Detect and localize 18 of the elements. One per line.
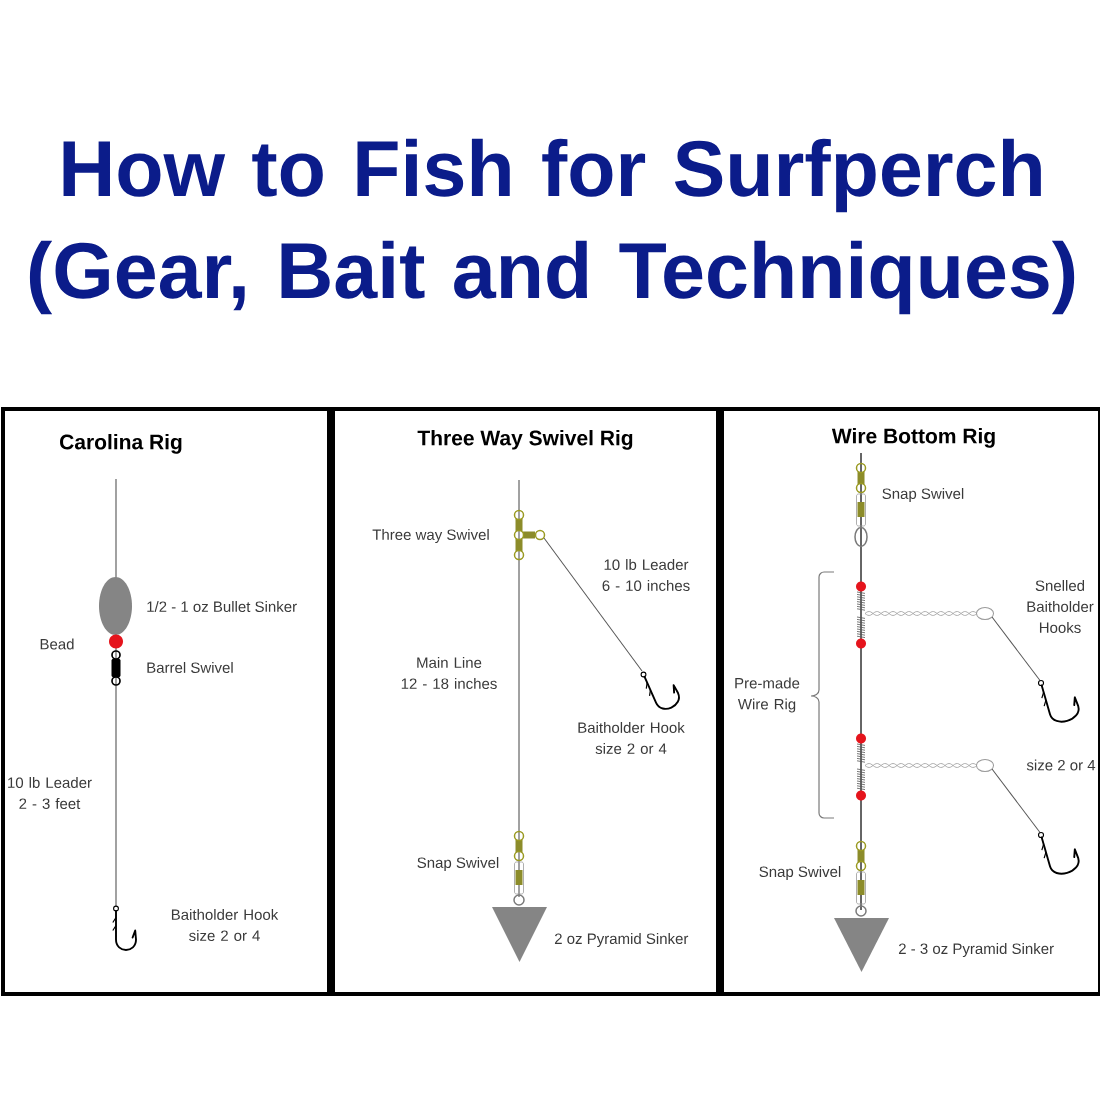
part-label: Barrel Swivel xyxy=(147,662,233,673)
part-label: Baitholder Hook size 2 or 4 xyxy=(578,722,685,754)
part-label: 10 lb Leader 2 - 3 feet xyxy=(8,777,92,809)
part-label: Snap Swivel xyxy=(759,866,841,880)
part-label: 10 lb Leader 6 - 10 inches xyxy=(602,559,690,591)
part-label: size 2 or 4 xyxy=(1026,759,1096,771)
part-label: Snap Swivel xyxy=(417,857,499,871)
part-label: Snap Swivel xyxy=(882,488,964,502)
part-label: 2 oz Pyramid Sinker xyxy=(554,933,689,947)
part-label: Three way Swivel xyxy=(372,529,489,543)
part-label: Snelled Baitholder Hooks xyxy=(1027,580,1094,633)
part-label: Bead xyxy=(40,638,74,650)
part-label: 1/2 - 1 oz Bullet Sinker xyxy=(147,601,297,612)
part-label: Main Line 12 - 18 inches xyxy=(401,657,497,689)
part-label: Pre-made Wire Rig xyxy=(735,677,800,713)
part-label: 2 - 3 oz Pyramid Sinker xyxy=(898,943,1054,957)
title: How to Fish for Surfperch (Gear, Bait and Techniques) xyxy=(29,138,1075,315)
part-label: Baitholder Hook size 2 or 4 xyxy=(171,909,279,941)
